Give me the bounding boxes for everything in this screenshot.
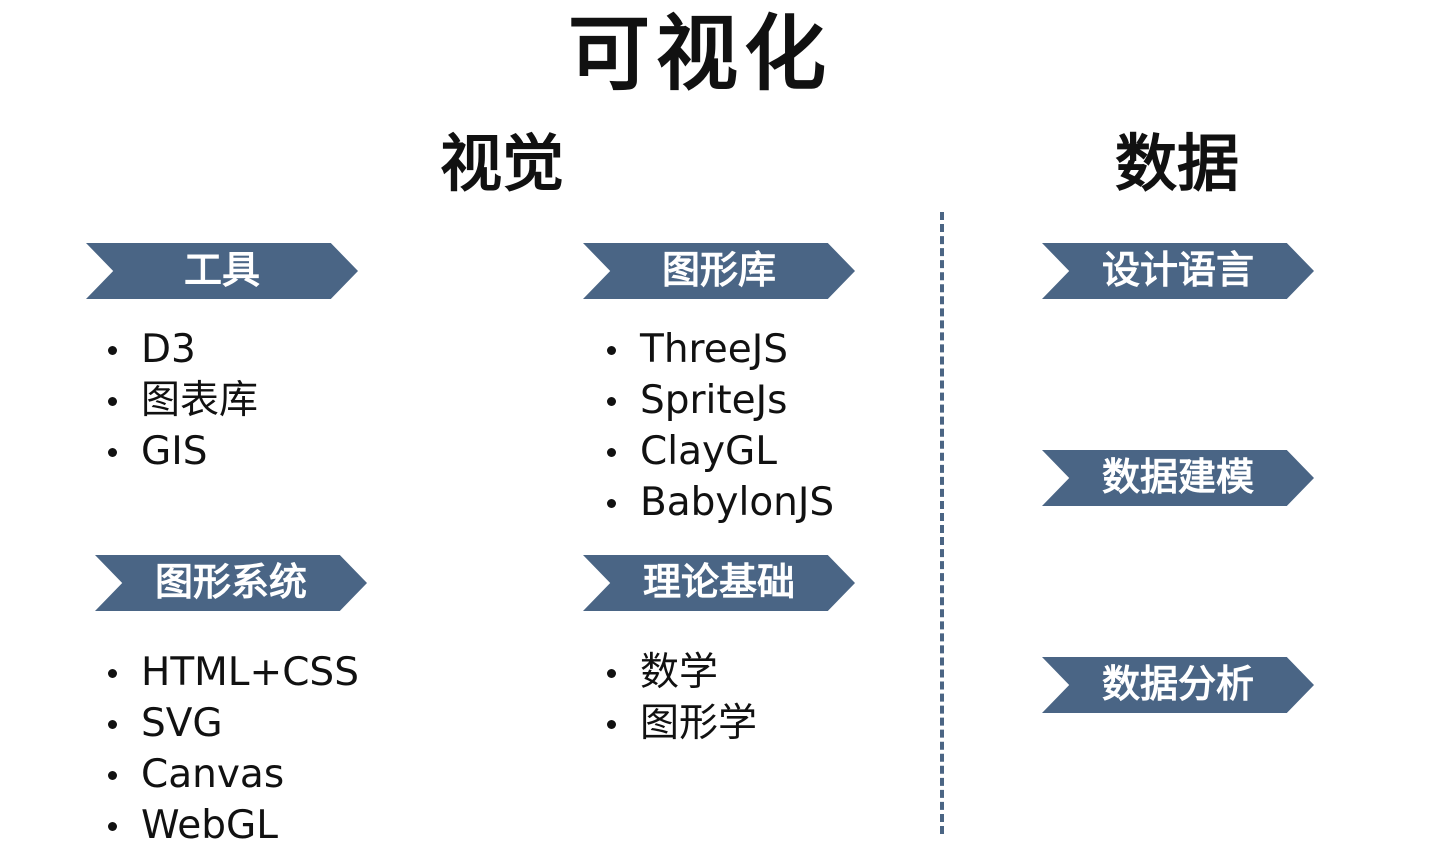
list-item: ThreeJS: [607, 324, 834, 375]
graphics-system-list: HTML+CSS SVG Canvas WebGL: [108, 647, 359, 851]
chevron-tools: 工具: [86, 243, 358, 299]
chevron-data-analysis-label: 数据分析: [1101, 662, 1254, 706]
chevron-data-modeling: 数据建模: [1042, 450, 1314, 506]
tools-list: D3 图表库 GIS: [108, 324, 258, 477]
chevron-data-analysis: 数据分析: [1042, 657, 1314, 713]
chevron-graphics-system-label: 图形系统: [154, 560, 307, 604]
chevron-graphics-library: 图形库: [583, 243, 855, 299]
list-item: 图表库: [108, 375, 258, 426]
graphics-library-list: ThreeJS SpriteJs ClayGL BabylonJS: [607, 324, 834, 528]
section-title-visual: 视觉: [440, 127, 565, 200]
list-item: Canvas: [108, 749, 359, 800]
list-item: BabylonJS: [607, 477, 834, 528]
theory-list: 数学 图形学: [607, 647, 757, 749]
chevron-theory-label: 理论基础: [642, 560, 795, 604]
page-title: 可视化: [567, 7, 832, 102]
section-divider: [940, 212, 944, 834]
chevron-data-modeling-label: 数据建模: [1101, 455, 1254, 499]
chevron-tools-label: 工具: [183, 248, 260, 292]
list-item: ClayGL: [607, 426, 834, 477]
section-title-data: 数据: [1115, 127, 1240, 200]
chevron-design-language-label: 设计语言: [1101, 248, 1254, 292]
list-item: 数学: [607, 647, 757, 698]
chevron-design-language: 设计语言: [1042, 243, 1314, 299]
list-item: SVG: [108, 698, 359, 749]
chevron-graphics-system: 图形系统: [95, 555, 367, 611]
list-item: 图形学: [607, 698, 757, 749]
list-item: HTML+CSS: [108, 647, 359, 698]
list-item: SpriteJs: [607, 375, 834, 426]
list-item: WebGL: [108, 800, 359, 851]
chevron-graphics-library-label: 图形库: [661, 248, 776, 292]
chevron-theory: 理论基础: [583, 555, 855, 611]
list-item: D3: [108, 324, 258, 375]
list-item: GIS: [108, 426, 258, 477]
